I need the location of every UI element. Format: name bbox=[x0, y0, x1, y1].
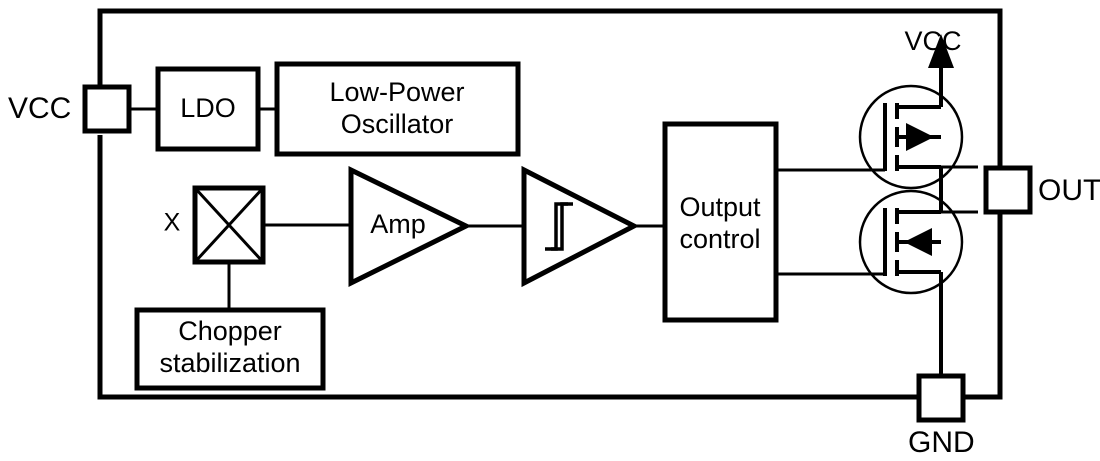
pad-vcc-left[interactable] bbox=[82, 84, 132, 134]
block-low-power-oscillator[interactable] bbox=[274, 61, 521, 157]
pin-label-vcc-left: VCC bbox=[8, 92, 71, 125]
label-hall-element-x: X bbox=[164, 209, 181, 237]
hysteresis-icon bbox=[545, 202, 573, 251]
pin-label-gnd: GND bbox=[908, 426, 975, 459]
block-schmitt-trigger[interactable] bbox=[521, 165, 640, 288]
block-chopper-stabilization[interactable] bbox=[134, 307, 326, 391]
block-label-chopper-line2: stabilization bbox=[159, 348, 300, 378]
hall-element-diagonal-2 bbox=[193, 186, 265, 264]
up-arrow-icon bbox=[928, 34, 954, 68]
high-fet-body-arrow bbox=[906, 123, 934, 151]
low-fet-body-arrow bbox=[904, 228, 932, 256]
block-label-output-control-line1: Output bbox=[679, 192, 761, 222]
block-label-amp: Amp bbox=[370, 209, 426, 239]
high-fet-envelope bbox=[858, 84, 964, 190]
block-label-chopper-line1: Chopper bbox=[178, 316, 282, 346]
nmos-transistor-icon[interactable] bbox=[858, 47, 964, 190]
pad-gnd[interactable] bbox=[916, 373, 966, 423]
block-ldo[interactable] bbox=[155, 66, 261, 152]
low-fet-envelope bbox=[858, 189, 964, 295]
pad-out[interactable] bbox=[983, 165, 1033, 215]
pin-label-vcc-top: VCC bbox=[904, 26, 961, 56]
pin-label-out: OUT bbox=[1038, 174, 1100, 207]
block-label-output-control-line2: control bbox=[679, 224, 760, 254]
pmos-transistor-icon[interactable] bbox=[858, 189, 964, 295]
block-output-control[interactable] bbox=[662, 121, 779, 323]
block-label-oscillator-line2: Oscillator bbox=[341, 109, 454, 139]
block-amplifier[interactable] bbox=[348, 166, 472, 288]
block-label-oscillator-line1: Low-Power bbox=[329, 77, 464, 107]
block-label-ldo: LDO bbox=[180, 93, 236, 123]
